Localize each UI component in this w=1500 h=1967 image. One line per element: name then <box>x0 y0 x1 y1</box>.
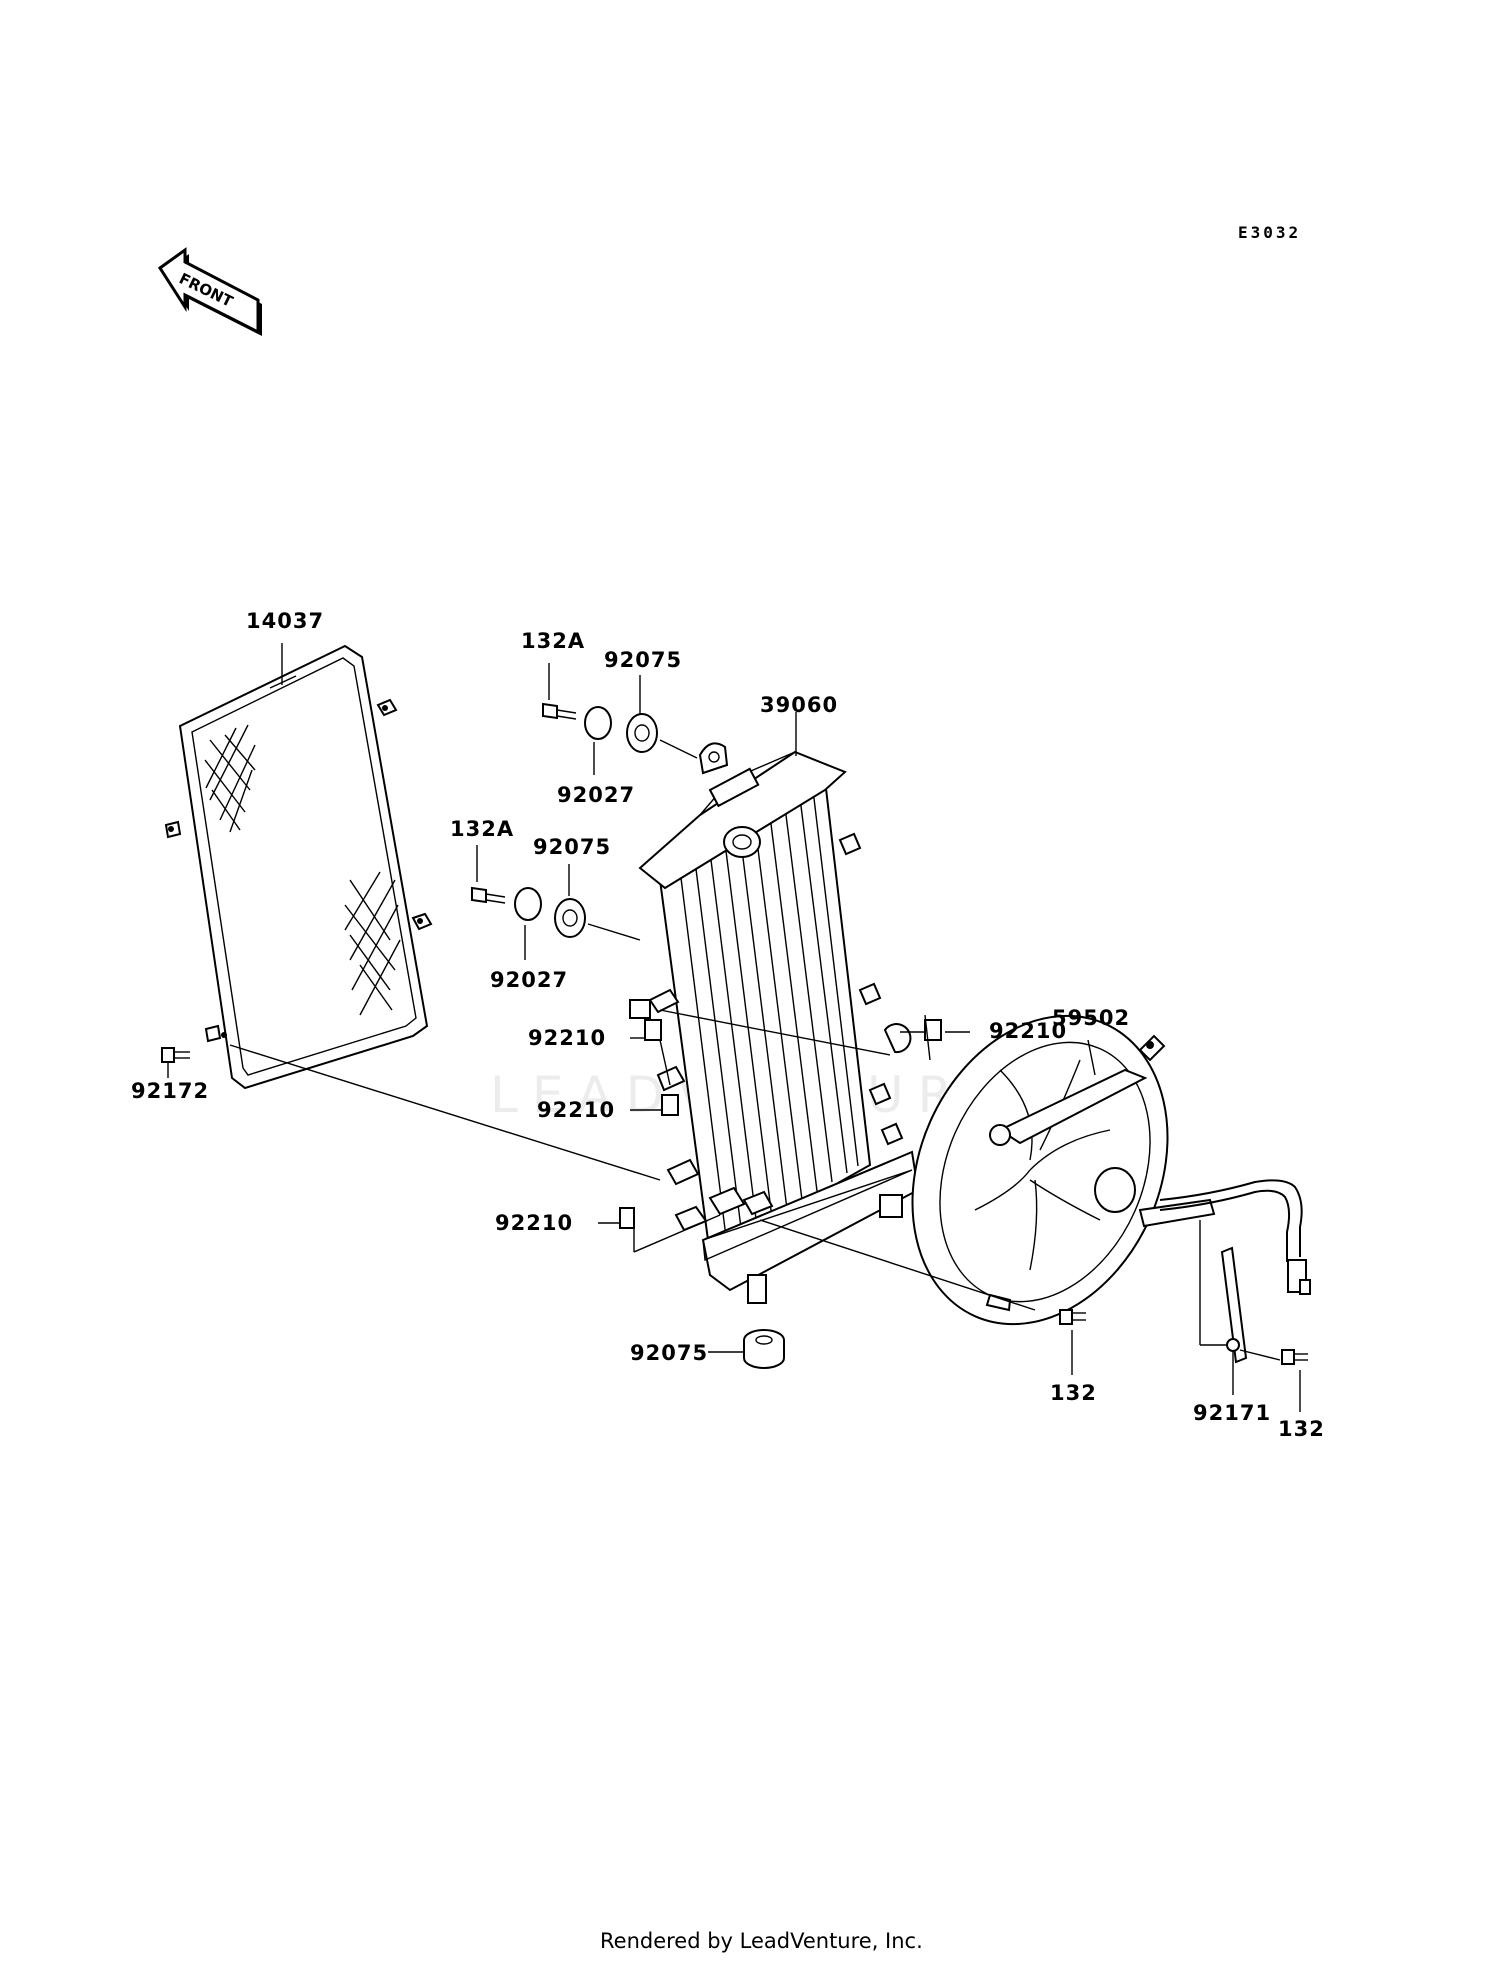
front-arrow-icon: FRONT <box>157 247 262 336</box>
radiator-screen <box>164 644 433 1090</box>
label-132a-top: 132A <box>521 629 585 653</box>
label-132-right: 132 <box>1278 1417 1325 1441</box>
bolt-92172 <box>161 1047 190 1063</box>
label-92075-top: 92075 <box>604 648 682 672</box>
footer-credit: Rendered by LeadVenture, Inc. <box>600 1929 923 1953</box>
label-14037: 14037 <box>246 609 324 633</box>
mount-hardware-upper <box>542 702 698 759</box>
fan-bolts <box>1059 1309 1308 1365</box>
leader-lines <box>167 643 1301 1412</box>
label-132a-mid: 132A <box>450 817 514 841</box>
label-92210-right: 92210 <box>989 1019 1067 1043</box>
label-92027-top: 92027 <box>557 783 635 807</box>
bottom-grommet <box>743 1329 785 1369</box>
label-92171: 92171 <box>1193 1401 1271 1425</box>
wire-strap <box>1220 1246 1248 1364</box>
label-92075-bottom: 92075 <box>630 1341 708 1365</box>
mount-hardware-middle <box>471 886 641 941</box>
clips <box>619 1019 942 1229</box>
diagram-code: E3032 <box>1238 223 1301 242</box>
label-92210-b: 92210 <box>537 1098 615 1122</box>
label-39060: 39060 <box>760 693 838 717</box>
label-132-fan: 132 <box>1050 1381 1097 1405</box>
label-92210-c: 92210 <box>495 1211 573 1235</box>
cooling-fan <box>911 1014 1311 1326</box>
radiator <box>629 742 920 1304</box>
label-92210-a: 92210 <box>528 1026 606 1050</box>
label-92172: 92172 <box>131 1079 209 1103</box>
label-92027-mid: 92027 <box>490 968 568 992</box>
label-59502: 59502 <box>1052 1006 1130 1030</box>
label-92075-mid: 92075 <box>533 835 611 859</box>
